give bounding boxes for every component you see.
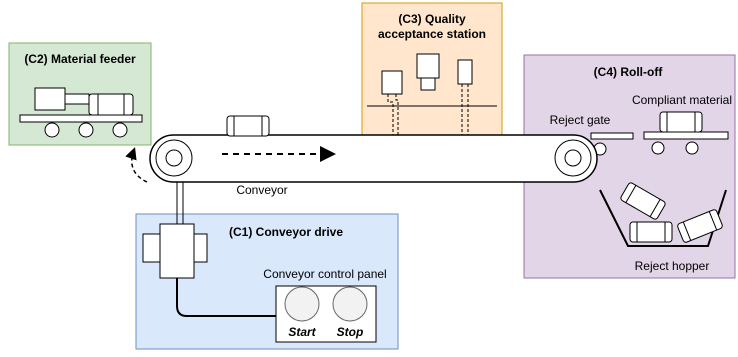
sensor-camera-lens [420,77,436,91]
sensor-beam [387,94,394,139]
feeder-material-block [88,93,134,116]
drive-roller-hub [165,149,183,167]
control-cable [176,278,276,317]
material-on-belt [226,115,270,137]
rolloff-section: (C4) Roll-off Reject gate Compliant mate… [523,54,736,279]
conveyor-drive-section: (C1) Conveyor drive Conveyor control pan… [135,213,399,350]
control-panel-label: Conveyor control panel [263,267,386,281]
quality-station-title-line1: (C3) Quality [398,12,466,26]
rejected-item [629,221,673,243]
feeder-wheel [44,122,60,138]
idler-roller-hub [564,149,582,167]
quality-station-title-line2: acceptance station [378,27,486,41]
sensor-camera [381,70,403,95]
feeder-wheel [78,122,94,138]
feeder-coupling [64,93,90,105]
stop-button-label: Stop [337,325,364,339]
compliant-wheel [651,141,665,155]
conveyor-belt: Conveyor [125,115,598,224]
start-button-label: Start [288,325,316,339]
sensor-beam [395,94,399,139]
sensor-camera [416,53,440,79]
drive-motor-flange [142,233,161,263]
belt-body [149,134,598,183]
material-feeder-section: (C2) Material feeder [8,42,152,146]
feeder-wheel [112,122,128,138]
rolloff-title: (C4) Roll-off [594,65,664,79]
conveyor-label: Conveyor [236,183,287,197]
drive-motor-body [159,223,195,279]
reject-gate-label: Reject gate [550,113,611,127]
compliant-material-label: Compliant material [632,93,732,107]
feeder-motor [34,87,66,111]
sensor-camera [457,59,473,85]
conveyor-drive-title: (C1) Conveyor drive [229,225,343,239]
start-button[interactable] [284,286,320,322]
compliant-material-block [659,111,703,133]
quality-station-section: (C3) Quality acceptance station [361,2,503,160]
rejected-item [677,209,723,243]
reject-gate [590,132,634,140]
rotation-arrow [125,147,148,183]
compliant-platform [643,131,729,140]
feeder-platform [19,114,143,123]
rejected-item [620,182,666,220]
stop-button[interactable] [332,286,368,322]
drive-motor-flange [193,233,208,263]
material-feeder-title: (C2) Material feeder [24,52,136,66]
reject-hopper-label: Reject hopper [635,259,710,273]
compliant-wheel [685,141,699,155]
